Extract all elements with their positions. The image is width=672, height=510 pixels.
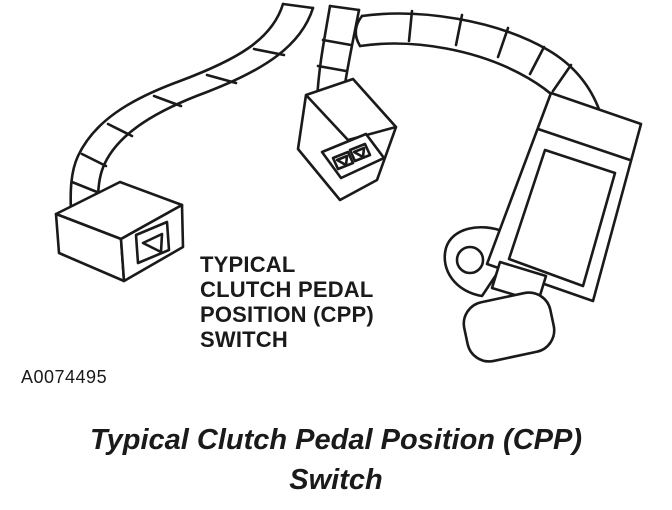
wire-left-branch [69, 2, 315, 218]
diagram-label-line-1: TYPICAL [200, 252, 296, 277]
middle-connector [296, 77, 398, 202]
left-connector-terminal [141, 232, 164, 254]
diagram-label-line-3: POSITION (CPP) [200, 302, 374, 327]
switch-body [485, 91, 643, 303]
left-connector [54, 180, 185, 283]
wire-hatching [70, 47, 286, 194]
middle-connector-terminal [352, 146, 366, 159]
wire-hatching [407, 9, 573, 93]
figure-caption: Typical Clutch Pedal Position (CPP) Swit… [0, 420, 672, 500]
wire-harness [69, 2, 602, 218]
diagram-label-line-2: CLUTCH PEDAL [200, 277, 374, 302]
switch-label-plate [507, 148, 617, 288]
cpp-switch [443, 91, 643, 363]
mounting-hole [455, 245, 485, 275]
switch-top-edge [537, 127, 631, 162]
caption-line-1: Typical Clutch Pedal Position (CPP) [90, 424, 582, 456]
plunger [462, 291, 556, 363]
diagram-label: TYPICAL CLUTCH PEDAL POSITION (CPP) SWIT… [200, 252, 374, 352]
middle-connector-terminal [335, 154, 349, 167]
caption-line-2: Switch [289, 464, 383, 496]
wire-hatching [316, 38, 353, 73]
diagram-label-line-4: SWITCH [200, 327, 288, 352]
figure-id: A0074495 [21, 367, 108, 387]
